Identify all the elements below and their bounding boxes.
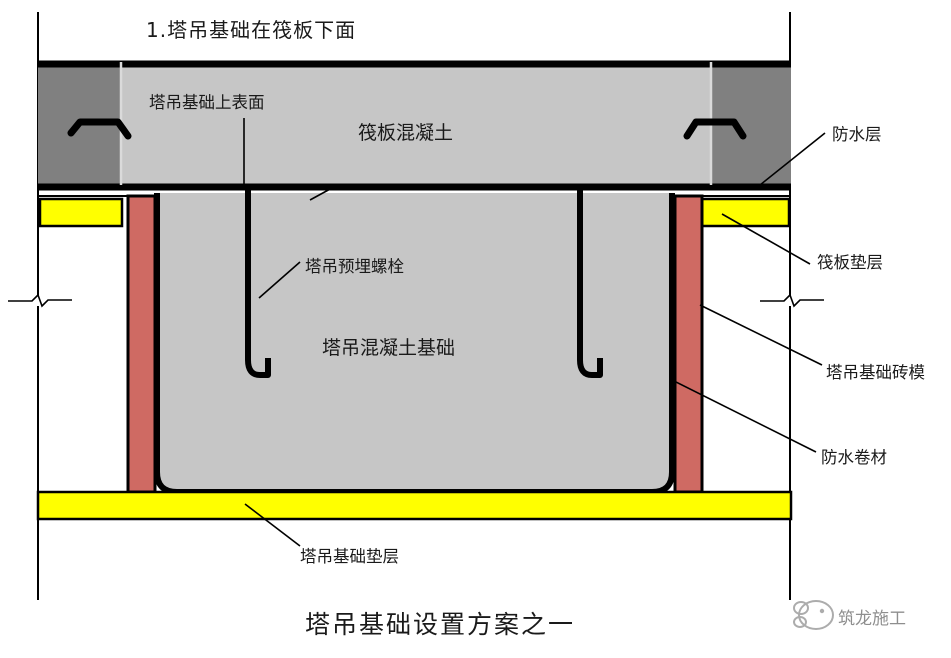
label-foundation-cushion: 塔吊基础垫层 xyxy=(300,547,399,566)
foundation-cushion-outline xyxy=(36,490,793,521)
label-waterproof-layer: 防水层 xyxy=(832,125,882,144)
watermark-text: 筑龙施工 xyxy=(838,609,906,629)
break-line-right xyxy=(760,293,824,308)
label-raft-top-surface: 塔吊基础上表面 xyxy=(149,93,265,112)
raft-cushion-left-outline xyxy=(38,197,124,228)
leader-raft-cushion xyxy=(721,213,811,265)
soil-bracket-left-icon xyxy=(67,118,132,140)
watermark: 筑龙施工 xyxy=(838,604,906,629)
raft-slab xyxy=(121,62,711,185)
brick-formwork-left xyxy=(128,196,155,492)
diagram-caption: 塔吊基础设置方案之一 xyxy=(305,610,576,639)
zhulong-logo-icon xyxy=(793,600,834,630)
brick-formwork-right xyxy=(675,196,702,492)
page-title: 1.塔吊基础在筏板下面 xyxy=(146,18,357,42)
label-waterproof-membrane: 防水卷材 xyxy=(821,448,887,467)
leader-raft-top-surface-tick xyxy=(309,187,333,201)
anchor-bolt-right xyxy=(577,190,603,378)
break-line-left xyxy=(8,293,72,308)
anchor-bolt-left xyxy=(245,190,271,378)
leader-waterproof-membrane xyxy=(671,379,817,453)
leader-waterproof-layer xyxy=(759,132,826,186)
label-anchor-bolt: 塔吊预埋螺栓 xyxy=(305,257,404,276)
leader-foundation-cushion xyxy=(244,503,301,547)
raft-cushion-left xyxy=(40,199,122,226)
label-raft-cushion: 筏板垫层 xyxy=(817,253,883,272)
label-brick-formwork: 塔吊基础砖模 xyxy=(826,363,925,382)
label-raft-concrete: 筏板混凝土 xyxy=(358,122,454,144)
leader-brick-formwork xyxy=(699,304,823,366)
leader-anchor-bolt xyxy=(258,261,301,299)
soil-bracket-right-icon xyxy=(683,118,747,140)
tower-crane-foundation-block xyxy=(157,193,672,492)
raft-cushion-right xyxy=(700,199,789,226)
foundation-cushion-band xyxy=(38,492,791,519)
label-tower-crane-foundation: 塔吊混凝土基础 xyxy=(322,337,456,359)
